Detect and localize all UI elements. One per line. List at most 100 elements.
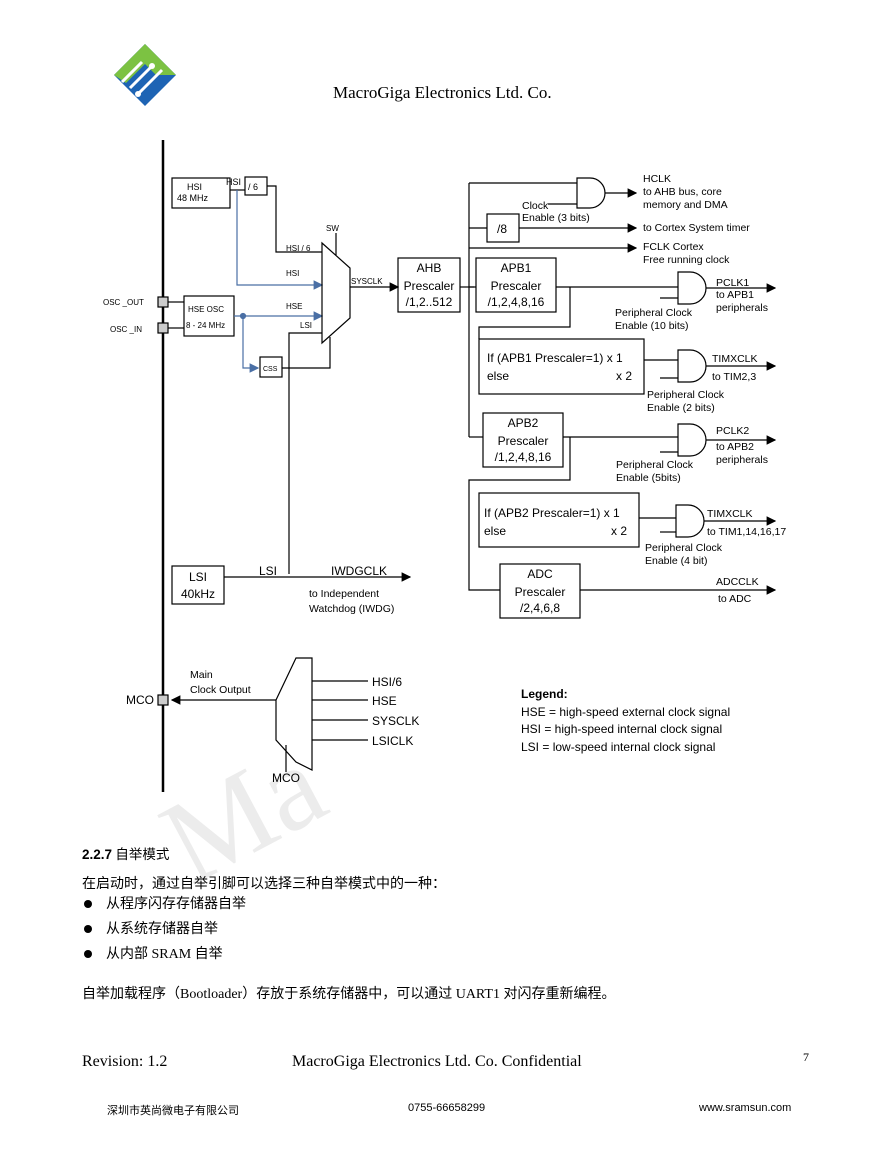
mux-lsi-label: LSI: [300, 321, 312, 330]
timx2-label-1: TIMXCLK: [707, 508, 753, 520]
lsi-signal-label: LSI: [259, 564, 277, 578]
section-number: 2.2.7: [82, 847, 113, 862]
pce3-label-2: Enable (5bits): [616, 472, 681, 484]
iwdg-label-1: IWDGCLK: [331, 564, 387, 578]
ahb-prescaler-block: [397, 257, 461, 313]
mux-hsi6-label: HSI / 6: [286, 244, 311, 253]
pclk2-gate: [677, 423, 707, 457]
fclk-label-2: Free running clock: [643, 254, 730, 266]
adcclk-label-2: to ADC: [718, 593, 752, 605]
timx2-gate: [675, 504, 705, 538]
mux-hsi-label: HSI: [286, 269, 299, 278]
footer-company: MacroGiga Electronics Ltd. Co. Confident…: [292, 1053, 582, 1070]
pce4-label-2: Enable (4 bit): [645, 555, 707, 567]
css-block: [259, 356, 283, 378]
section-heading: 2.2.7 自举模式: [82, 843, 169, 863]
apb1-mult-x2: x 2: [616, 369, 632, 383]
ahb-label-3: /1,2..512: [406, 295, 453, 309]
sysclk-mux: [321, 241, 351, 345]
adc-label-3: /2,4,6,8: [520, 601, 560, 615]
clock-enable-label-1: Clock: [522, 200, 549, 212]
pclk1-label-2: to APB1: [716, 289, 754, 301]
cortex-timer-label: to Cortex System timer: [643, 222, 750, 234]
hsi-oscillator-block: [171, 177, 231, 209]
pclk1-label-1: PCLK1: [716, 277, 749, 289]
div8-label: /8: [497, 222, 507, 236]
adc-label-1: ADC: [527, 567, 553, 581]
mco-mux-label: MCO: [272, 771, 300, 785]
hclk-gate: [576, 177, 606, 209]
timx1-gate: [677, 349, 707, 383]
css-label: CSS: [263, 366, 278, 373]
apb2-label-1: APB2: [508, 416, 539, 430]
pce3-label-1: Peripheral Clock: [616, 459, 694, 471]
apb1-multiplier-block: [478, 338, 645, 395]
adc-label-2: Prescaler: [515, 585, 566, 599]
lsi-block-label-1: LSI: [189, 570, 207, 584]
mco-main-label-1: Main: [190, 669, 213, 681]
mco-mux: [275, 657, 313, 771]
apb1-mult-line1: If (APB1 Prescaler=1) x 1: [487, 351, 623, 365]
apb2-prescaler-block: [482, 412, 564, 468]
footer-phone: 0755-66658299: [408, 1102, 486, 1114]
apb1-prescaler-block: [475, 257, 557, 313]
bullet-icon: [84, 950, 92, 959]
list-item: 从系统存储器自举: [82, 918, 218, 938]
timx1-label-2: to TIM2,3: [712, 371, 756, 383]
closing-paragraph: 自举加载程序（Bootloader）存放于系统存储器中，可以通过 UART1 对…: [82, 987, 616, 1002]
sysclk-label: SYSCLK: [351, 277, 383, 286]
lsi-block-label-2: 40kHz: [181, 587, 215, 601]
mux-hse-label: HSE: [286, 302, 302, 311]
bullet-icon: [84, 925, 92, 934]
osc-out-label: OSC _OUT: [103, 298, 144, 307]
legend-hsi: HSI = high-speed internal clock signal: [521, 722, 722, 736]
apb2-mult-x2: x 2: [611, 524, 627, 538]
bullet-icon: [84, 900, 92, 909]
hclk-label-2: to AHB bus, core: [643, 186, 722, 198]
apb2-label-2: Prescaler: [498, 434, 549, 448]
pce1-label-1: Peripheral Clock: [615, 307, 693, 319]
section-title: 自举模式: [115, 847, 170, 862]
apb2-label-3: /1,2,4,8,16: [495, 450, 552, 464]
hse-osc-label-2: 8 - 24 MHz: [186, 321, 225, 330]
hsi-label-1: HSI: [187, 182, 202, 192]
hsi-label-2: 48 MHz: [177, 193, 209, 203]
pclk1-label-3: peripherals: [716, 302, 768, 314]
mco-input-1: HSI/6: [372, 675, 402, 689]
clock-tree-diagram: HSI 48 MHz HSI / 6 SW HSI / 6 HSI HSE LS…: [103, 140, 786, 792]
macrogiga-logo-icon: [114, 44, 176, 106]
company-header: MacroGiga Electronics Ltd. Co.: [333, 83, 552, 102]
fclk-label-1: FCLK Cortex: [643, 241, 704, 253]
apb1-label-1: APB1: [501, 261, 532, 275]
hse-osc-label-1: HSE OSC: [188, 305, 224, 314]
ahb-label-2: Prescaler: [404, 279, 455, 293]
apb2-mult-else: else: [484, 524, 506, 538]
apb1-label-2: Prescaler: [491, 279, 542, 293]
footer-company-cn: 深圳市英尚微电子有限公司: [107, 1105, 239, 1117]
apb1-label-3: /1,2,4,8,16: [488, 295, 545, 309]
adc-prescaler-block: [499, 563, 581, 619]
legend-hse: HSE = high-speed external clock signal: [521, 705, 730, 719]
iwdg-label-3: Watchdog (IWDG): [309, 603, 394, 615]
osc-in-label: OSC _IN: [110, 325, 142, 334]
lsi-oscillator-block: [171, 565, 225, 605]
intro-paragraph: 在启动时，通过自举引脚可以选择三种自举模式中的一种：: [82, 877, 446, 892]
pce4-label-1: Peripheral Clock: [645, 542, 723, 554]
mco-pin-label: MCO: [126, 693, 154, 707]
pclk2-label-3: peripherals: [716, 454, 768, 466]
hse-oscillator-block: [183, 295, 235, 337]
list-item: 从内部 SRAM 自举: [82, 943, 223, 963]
hclk-label-1: HCLK: [643, 173, 671, 185]
pce2-label-2: Enable (2 bits): [647, 402, 715, 414]
apb1-mult-else: else: [487, 369, 509, 383]
ahb-label-1: AHB: [417, 261, 442, 275]
iwdg-label-2: to Independent: [309, 588, 379, 600]
hsi-signal-label: HSI: [226, 177, 241, 187]
page-number: 7: [803, 1050, 809, 1064]
apb2-multiplier-block: [478, 492, 640, 548]
mco-input-3: SYSCLK: [372, 714, 419, 728]
pce2-label-1: Peripheral Clock: [647, 389, 725, 401]
legend-lsi: LSI = low-speed internal clock signal: [521, 740, 715, 754]
div6-label: / 6: [248, 182, 258, 192]
mco-input-2: HSE: [372, 694, 397, 708]
